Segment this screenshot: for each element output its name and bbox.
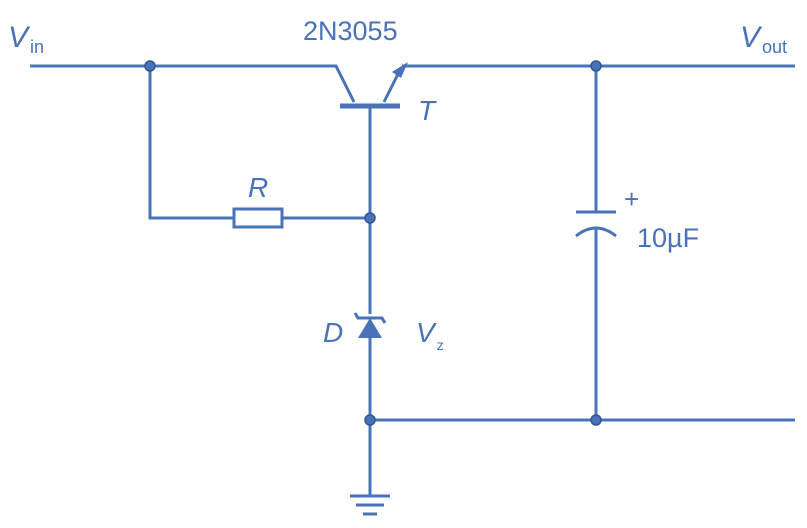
junction-cap-bottom (590, 414, 602, 426)
label-resistor: R (248, 172, 268, 203)
wire-left-branch (148, 66, 234, 220)
emitter-arrow-icon (392, 62, 408, 78)
resistor-r (232, 207, 284, 229)
zener-diode (353, 312, 387, 338)
label-cap-value: 10µF (637, 223, 699, 253)
junction-ground (364, 414, 376, 426)
transistor-npn (312, 62, 408, 109)
label-diode: D (323, 317, 343, 348)
junction-base (364, 212, 376, 224)
label-transistor-name: T (418, 95, 437, 126)
junction-vin (144, 60, 156, 72)
label-cap-polarity: + (624, 184, 639, 214)
ground-icon (350, 494, 390, 516)
junction-vout (590, 60, 602, 72)
label-transistor-part: 2N3055 (303, 16, 398, 46)
